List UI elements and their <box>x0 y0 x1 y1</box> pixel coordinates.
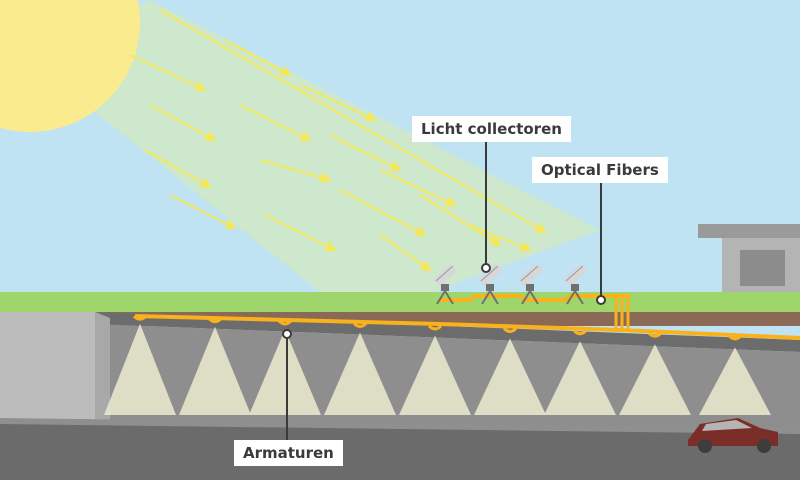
road <box>0 420 800 480</box>
ray-arrowhead <box>414 225 428 237</box>
car-icon <box>688 418 778 453</box>
fiber-surface-line <box>440 294 630 302</box>
ray-line <box>149 104 216 141</box>
fixtures-label: Armaturen <box>234 440 343 466</box>
light-cone <box>544 341 616 415</box>
ray-line <box>159 9 546 233</box>
solar-collector-icon <box>478 264 503 305</box>
fiber-tunnel-line <box>134 314 800 340</box>
light-cone <box>324 332 396 415</box>
ray-arrowhead <box>299 131 313 142</box>
fiber-riser <box>614 298 630 332</box>
ray-arrowhead <box>319 172 333 183</box>
ray-line <box>329 134 401 171</box>
building-icon <box>698 224 800 298</box>
fixture-drop <box>277 319 293 326</box>
ray-arrowhead <box>279 65 293 77</box>
ray-arrowhead <box>534 222 547 234</box>
ray-line <box>469 224 531 251</box>
fixture-drop <box>572 329 588 336</box>
ray-arrowhead <box>489 235 502 247</box>
fixture-drop <box>502 327 518 333</box>
solar-collector-icon <box>433 264 458 305</box>
fixture-drop <box>352 322 368 328</box>
optical-fibers-label: Optical Fibers <box>532 157 668 183</box>
ray-arrowhead <box>199 177 212 189</box>
fixture-drop <box>427 324 443 331</box>
ray-line <box>259 159 331 181</box>
ray-arrowhead <box>364 111 378 122</box>
sun-rays <box>129 9 547 272</box>
leader-lines <box>282 140 606 440</box>
light-cone <box>179 326 251 415</box>
ray-arrowhead <box>324 241 338 252</box>
fixture-drop <box>647 332 663 338</box>
sun-icon <box>0 0 140 132</box>
ray-arrowhead <box>224 218 238 230</box>
ray-line <box>299 84 376 121</box>
ray-line <box>239 104 311 141</box>
ray-line <box>129 54 206 91</box>
ray-line <box>169 194 236 229</box>
collectors <box>433 264 588 305</box>
ray-arrowhead <box>389 161 403 172</box>
road-edge <box>0 418 800 434</box>
light-cone <box>104 323 176 415</box>
light-cone <box>399 335 471 415</box>
grass <box>0 292 800 314</box>
ray-arrowhead <box>444 196 458 207</box>
ray-arrowhead <box>194 81 208 92</box>
ray-line <box>264 214 336 251</box>
ray-arrowhead <box>519 241 533 252</box>
collectors-label: Licht collectoren <box>412 116 571 142</box>
tunnel-ceiling <box>95 312 800 352</box>
light-cone <box>619 344 691 415</box>
fixture-drop <box>727 334 743 341</box>
light-cone <box>474 338 546 415</box>
solar-collector-icon <box>518 264 543 305</box>
ray-arrowhead <box>419 260 432 272</box>
light-cone <box>249 329 321 415</box>
light-cone <box>699 347 771 415</box>
ray-arrowhead <box>204 130 218 142</box>
solar-collector-icon <box>563 264 588 305</box>
fixture-drop <box>132 315 148 321</box>
tunnel-left-wall <box>95 312 110 420</box>
ray-line <box>379 234 431 271</box>
ray-line <box>339 189 426 236</box>
fixture-drop <box>207 317 223 324</box>
ray-line <box>379 169 456 206</box>
fiber-drops <box>132 315 743 341</box>
light-cones <box>104 323 771 415</box>
ray-line <box>144 149 211 188</box>
ray-line <box>224 39 291 76</box>
